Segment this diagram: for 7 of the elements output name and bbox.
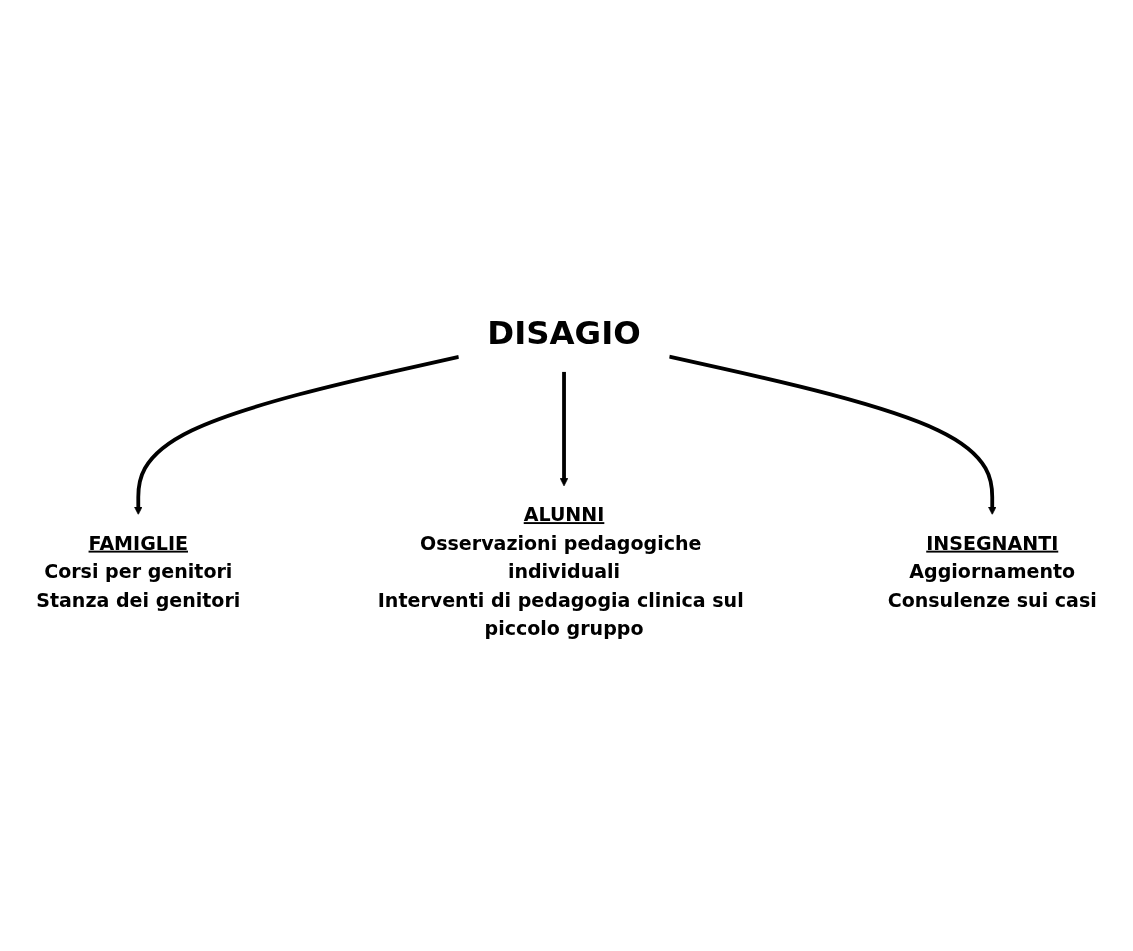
- node-text: DISAGIO: [487, 313, 641, 352]
- node-text: INSEGNANTI Aggiornamento Consulenze sui casi: [887, 531, 1097, 612]
- arrow: [134, 354, 460, 515]
- node-text: ALUNNI Osservazioni pedagogiche individuali Interventi di pedagogia clinica sul piccolo gruppo: [377, 502, 744, 640]
- node-text: FAMIGLIE Corsi per genitori Stanza dei genitori: [36, 531, 241, 612]
- arrow: [668, 354, 997, 515]
- arrow: [559, 371, 569, 486]
